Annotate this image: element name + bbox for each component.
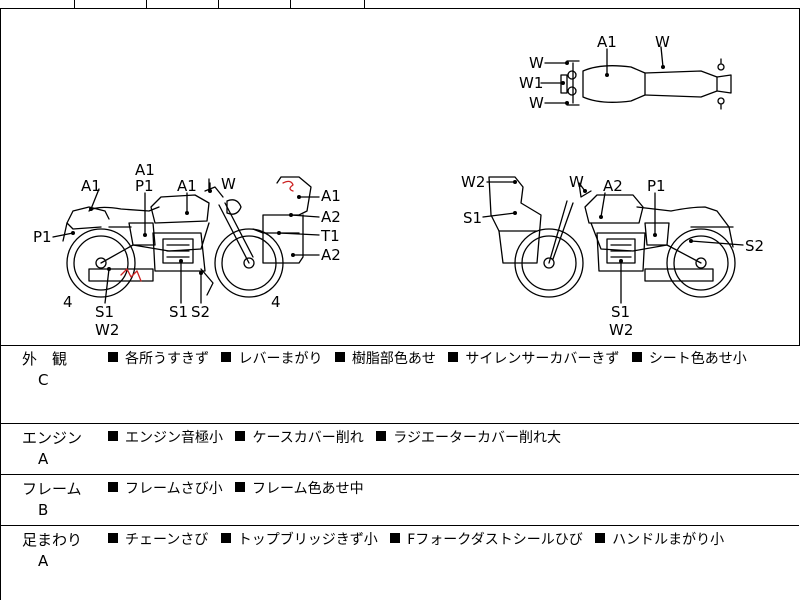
label-a1: A1: [81, 177, 101, 195]
item-text: ケースカバー削れ: [252, 430, 364, 446]
label-w2: W2: [461, 173, 485, 191]
label-t1: T1: [320, 227, 340, 245]
section-grade: A: [38, 450, 49, 468]
row-frame: フレーム B フレームさび小 フレーム色あせ中: [0, 475, 799, 526]
item-text: ラジエーターカバー削れ大: [393, 430, 561, 446]
item-text: 各所うすきず: [125, 351, 209, 367]
label-a2: A2: [321, 246, 341, 264]
label-s1: S1: [611, 303, 630, 321]
label-p1: P1: [33, 228, 52, 246]
label-w: W: [529, 94, 544, 112]
label-a2: A2: [321, 208, 341, 226]
section-name: 外 観: [22, 350, 68, 368]
marker-dots: [71, 61, 693, 275]
label-a1: A1: [177, 177, 197, 195]
bullet-square-icon: [108, 431, 118, 441]
label-s1: S1: [95, 303, 114, 321]
item-text: トップブリッジきず小: [237, 532, 378, 548]
bullet-square-icon: [108, 352, 118, 362]
label-4: 4: [271, 293, 281, 311]
strip-cell: [0, 0, 291, 8]
bullet-square-icon: [221, 352, 232, 362]
evaluation-table: 外 観 C 各所うすきず レバーまがり 樹脂部色あせ サイレンサーカバーきず シ…: [0, 345, 799, 601]
damage-diagram: A1 A1 P1 A1 W A1 A2 T1 A2 P1 4 S1 W2 S1 …: [0, 8, 800, 346]
item-text: チェーンさび: [125, 532, 209, 548]
row-suspension: 足まわり A チェーンさび トップブリッジきず小 Fフォークダストシールひび ハ…: [0, 526, 799, 601]
label-w2: W2: [95, 321, 119, 339]
top-table-strip: [0, 0, 800, 8]
item-text: フレーム色あせ中: [252, 481, 364, 497]
label-w: W: [529, 54, 544, 72]
strip-cell: [0, 0, 75, 8]
label-w: W: [221, 175, 236, 193]
label-w1: W1: [519, 74, 543, 92]
label-s1: S1: [463, 209, 482, 227]
section-items: チェーンさび トップブリッジきず小 Fフォークダストシールひび ハンドルまがり小: [108, 529, 732, 549]
label-a1: A1: [135, 161, 155, 179]
bullet-square-icon: [631, 352, 642, 362]
bullet-square-icon: [448, 352, 459, 362]
strip-cell: [0, 0, 365, 8]
bullet-square-icon: [595, 533, 606, 543]
item-text: Fフォークダストシールひび: [407, 532, 583, 548]
row-engine: エンジン A エンジン音極小 ケースカバー削れ ラジエーターカバー削れ大: [0, 424, 799, 475]
right-bike-drawing: [488, 176, 736, 298]
section-grade: C: [38, 371, 49, 389]
section-grade: B: [38, 501, 49, 519]
item-text: サイレンサーカバーきず: [465, 351, 620, 367]
label-a2: A2: [603, 177, 623, 195]
bullet-square-icon: [108, 533, 118, 543]
section-items: エンジン音極小 ケースカバー削れ ラジエーターカバー削れ大: [108, 427, 569, 447]
row-exterior: 外 観 C 各所うすきず レバーまがり 樹脂部色あせ サイレンサーカバーきず シ…: [0, 345, 799, 424]
section-items: フレームさび小 フレーム色あせ中: [108, 478, 372, 498]
label-w2: W2: [609, 321, 633, 339]
section-name: 足まわり: [22, 531, 83, 549]
label-w: W: [569, 173, 584, 191]
item-text: フレームさび小: [125, 481, 223, 497]
item-text: 樹脂部色あせ: [351, 351, 436, 367]
bullet-square-icon: [376, 431, 387, 441]
label-4: 4: [63, 293, 73, 311]
label-a1: A1: [321, 187, 341, 205]
bullet-square-icon: [390, 533, 401, 543]
label-s1: S1: [169, 303, 188, 321]
bullet-square-icon: [235, 431, 246, 441]
section-name: エンジン: [22, 429, 83, 447]
top-bike-drawing: [560, 58, 732, 110]
strip-cell: [0, 0, 147, 8]
label-a1: A1: [597, 33, 617, 51]
section-items: 各所うすきず レバーまがり 樹脂部色あせ サイレンサーカバーきず シート色あせ小: [108, 348, 755, 368]
table-left-border: [0, 345, 1, 600]
label-p1: P1: [135, 177, 154, 195]
motorcycle-diagram-svg: A1 A1 P1 A1 W A1 A2 T1 A2 P1 4 S1 W2 S1 …: [33, 33, 764, 339]
label-s2: S2: [191, 303, 210, 321]
bullet-square-icon: [334, 352, 345, 362]
bullet-square-icon: [220, 533, 231, 543]
section-name: フレーム: [22, 480, 82, 498]
bullet-square-icon: [235, 482, 246, 492]
strip-cell: [0, 0, 219, 8]
item-text: シート色あせ小: [648, 351, 747, 367]
left-bike-labels: A1 A1 P1 A1 W A1 A2 T1 A2 P1 4 S1 W2 S1 …: [33, 161, 341, 339]
label-p1: P1: [647, 177, 666, 195]
leader-lines: [52, 46, 744, 304]
item-text: レバーまがり: [238, 351, 323, 367]
right-bike-labels: W2 W A2 P1 S1 S2 S1 W2: [461, 173, 764, 339]
label-w: W: [655, 33, 670, 51]
bullet-square-icon: [108, 482, 118, 492]
label-s2: S2: [745, 237, 764, 255]
top-bike-labels: A1 W W W1 W: [519, 33, 670, 112]
item-text: エンジン音極小: [125, 430, 223, 446]
section-grade: A: [38, 552, 49, 570]
item-text: ハンドルまがり小: [612, 532, 725, 548]
